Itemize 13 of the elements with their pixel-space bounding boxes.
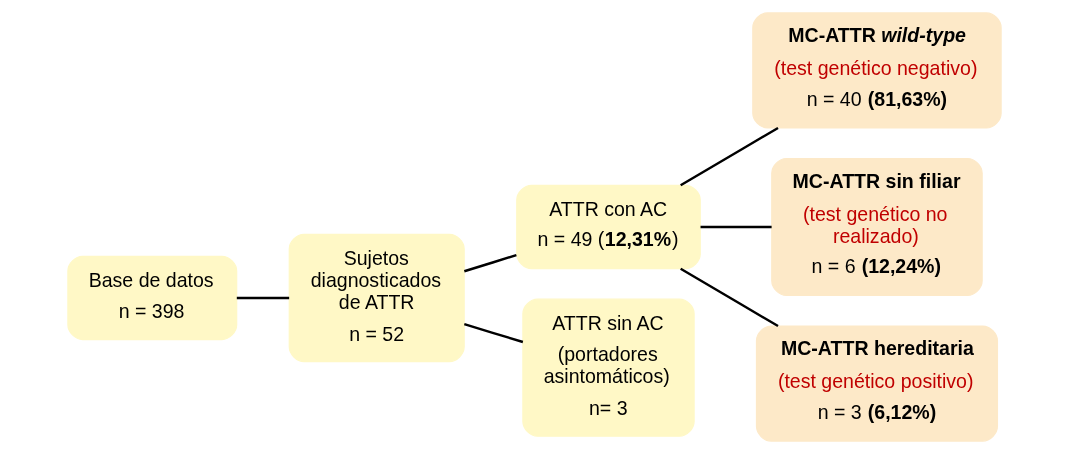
node-box: MC-ATTR sin filiar (test genético no realizado) n = 6 (12,24%): [770, 157, 983, 297]
node-box: ATTR sin AC (portadores asintomáticos) n= 3: [521, 298, 695, 437]
node-box: Base de datos n = 398: [66, 255, 237, 341]
connector: [463, 253, 517, 273]
connector: [679, 126, 779, 187]
connector: [463, 323, 523, 344]
connector: [679, 267, 779, 328]
connector: [700, 225, 772, 229]
node-box: MC-ATTR hereditaria (test genético positivo) n = 3 (6,12%): [755, 325, 998, 442]
node-box: ATTR con AC n = 49 (12,31%): [515, 184, 701, 270]
connector: [236, 296, 289, 300]
node-box: Sujetos diagnosticados de ATTR n = 52: [288, 233, 465, 363]
node-box: MC-ATTR wild-type (test genético negativo) n = 40 (81,63%): [751, 12, 1002, 129]
